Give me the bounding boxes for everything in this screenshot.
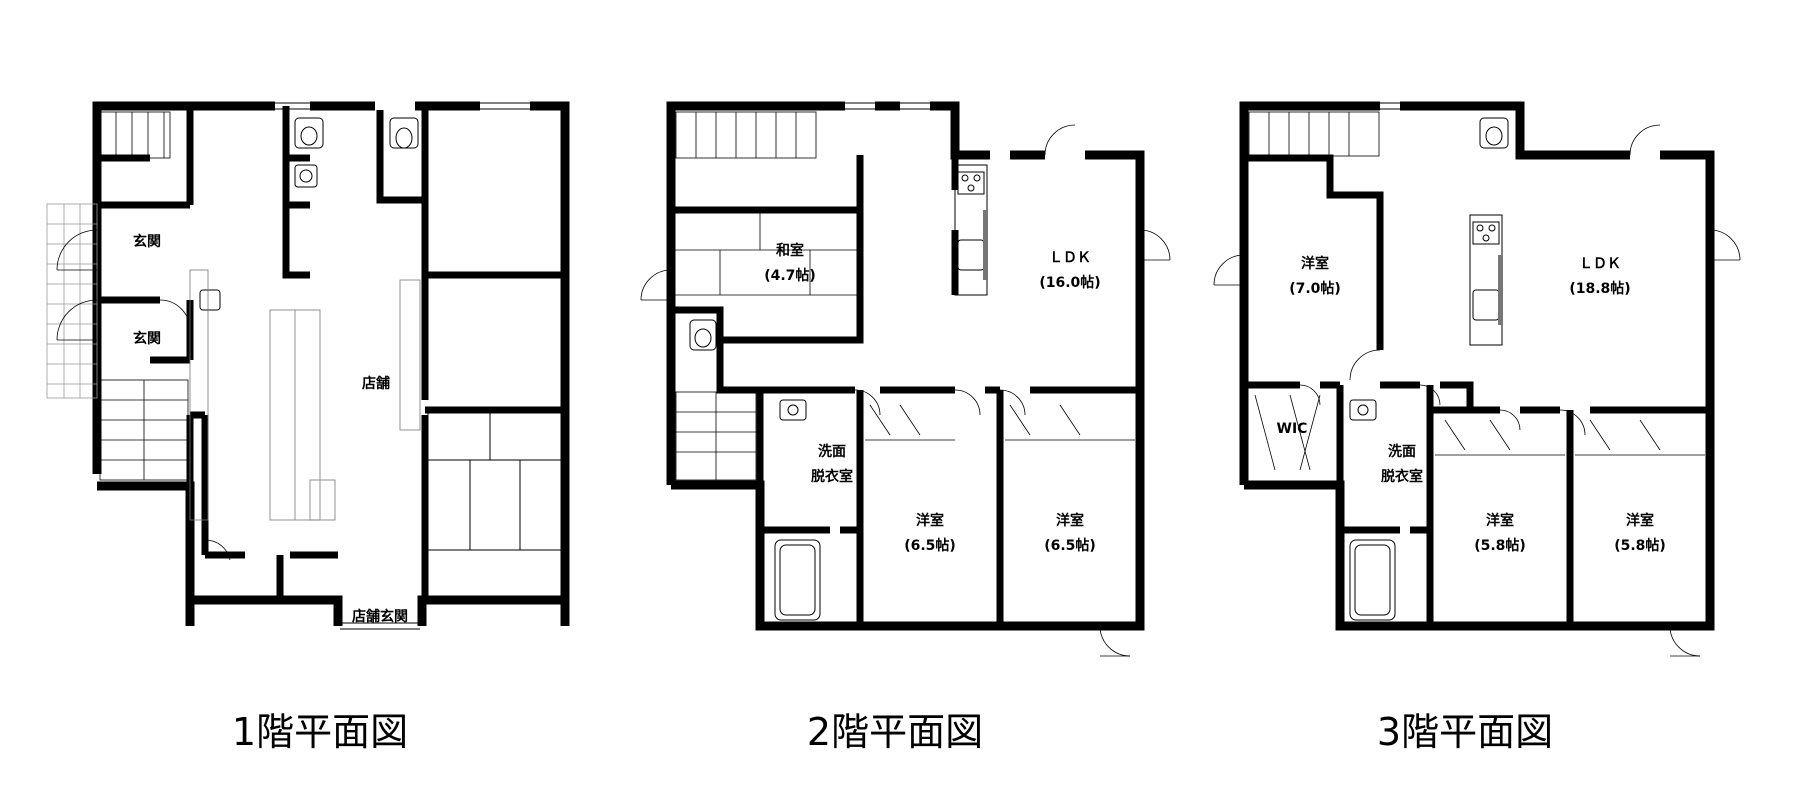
- floor-1-plan: 玄関 玄関 店舗 店舗玄関 1階平面図: [46, 101, 570, 754]
- floor-2-doors: [640, 124, 1171, 657]
- room-label-bedroom-3c: 洋室: [1626, 512, 1654, 529]
- floor-3-windows: [1240, 102, 1714, 630]
- floor-3-doors: [1213, 124, 1741, 657]
- room-label-bedroom-3b-size: (5.8帖): [1474, 537, 1526, 554]
- room-label-bedroom-2a: 洋室: [916, 512, 944, 529]
- floor-3-outer-walls: [1239, 101, 1715, 631]
- floor-3-title: 3階平面図: [1377, 710, 1553, 754]
- room-label-washroom-2-sub: 脱衣室: [811, 468, 853, 485]
- floor-1-doors: [56, 229, 231, 561]
- floor-2-plan: 和室 (4.7帖) ＬＤＫ (16.0帖) 洗面 脱衣室 洋室 (6.5帖) 洋…: [640, 101, 1171, 754]
- floor-2-tatami: [675, 210, 858, 296]
- room-label-ldk-3: ＬＤＫ: [1579, 256, 1621, 272]
- floor-2-outer-walls: [666, 101, 1145, 631]
- room-label-japanese-room-size: (4.7帖): [764, 267, 816, 284]
- room-label-entrance-1: 玄関: [133, 233, 161, 250]
- room-label-wic: WIC: [1277, 421, 1308, 437]
- room-label-shop: 店舗: [362, 375, 390, 392]
- floor-1-tatami: [427, 412, 563, 598]
- floor-3-closets: [1435, 419, 1705, 456]
- floor-3-stairs: [1248, 111, 1380, 157]
- floor-2-bath-fixtures: [689, 319, 821, 621]
- floor-1-fixtures: [199, 117, 419, 311]
- entry-porch: [46, 203, 98, 399]
- room-label-bedroom-3b: 洋室: [1486, 512, 1514, 529]
- room-label-japanese-room: 和室: [776, 242, 804, 259]
- room-label-washroom-3-sub: 脱衣室: [1381, 468, 1423, 485]
- room-label-ldk-2: ＬＤＫ: [1049, 250, 1091, 266]
- room-label-bedroom-3a-size: (7.0帖): [1289, 280, 1341, 297]
- room-label-ldk-2-size: (16.0帖): [1039, 274, 1100, 291]
- floor-1-stairs: [99, 111, 189, 481]
- floor-2-counter-edge: [983, 210, 988, 280]
- floor-3-interior-walls: [1244, 154, 1710, 626]
- floor-3-plan: 洋室 (7.0帖) ＬＤＫ (18.8帖) WIC 洗面 脱衣室 洋室 (5.8…: [1213, 101, 1741, 754]
- room-label-bedroom-3a: 洋室: [1301, 255, 1329, 272]
- floor-1-interior-walls: [100, 106, 565, 600]
- floor-3-bath-fixtures: [1349, 117, 1509, 621]
- room-label-washroom-2: 洗面: [818, 443, 846, 460]
- room-label-bedroom-2b: 洋室: [1056, 512, 1084, 529]
- floor-2-closets: [865, 404, 1135, 441]
- shop-shelves: [189, 269, 421, 521]
- floor-2-kitchen: [954, 164, 988, 296]
- room-label-bedroom-2a-size: (6.5帖): [904, 537, 956, 554]
- floor-1-title: 1階平面図: [232, 710, 408, 754]
- room-label-bedroom-3c-size: (5.8帖): [1614, 537, 1666, 554]
- wic-hangers: [1254, 394, 1321, 471]
- floor-2-title: 2階平面図: [807, 710, 983, 754]
- floor-1-outer-walls: [92, 101, 570, 626]
- floor-3-counter-edge: [1498, 255, 1503, 325]
- floor-3-kitchen: [1469, 214, 1503, 346]
- room-label-washroom-3: 洗面: [1388, 443, 1416, 460]
- room-label-entrance-2: 玄関: [133, 330, 161, 347]
- room-label-shop-entrance: 店舗玄関: [352, 608, 408, 625]
- room-label-bedroom-2b-size: (6.5帖): [1044, 537, 1096, 554]
- floor-2-interior-walls: [671, 155, 1140, 626]
- floor-2-stairs: [675, 111, 817, 481]
- room-label-ldk-3-size: (18.8帖): [1569, 280, 1630, 297]
- floor-2-windows: [845, 102, 1144, 630]
